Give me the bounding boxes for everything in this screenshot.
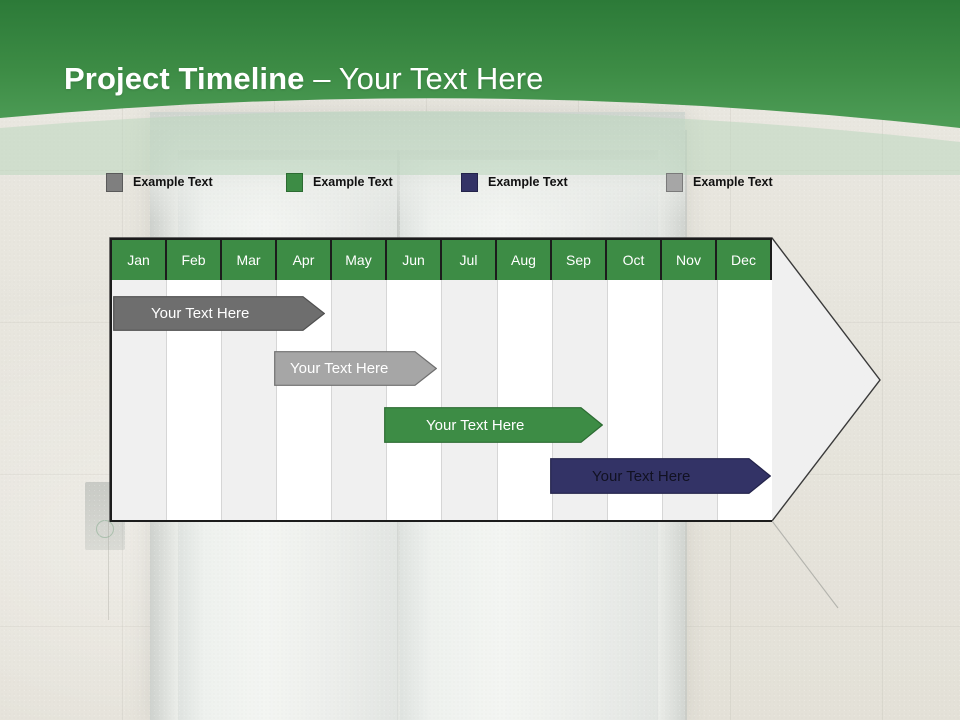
legend-item-label: Example Text — [693, 175, 773, 189]
page-title-light: – Your Text Here — [304, 61, 544, 96]
legend-swatch-icon — [666, 172, 683, 192]
legend-item-label: Example Text — [488, 175, 568, 189]
header-soft-band — [0, 110, 960, 175]
elevator-call-button-icon — [96, 520, 114, 538]
header-banner — [0, 0, 960, 175]
month-cell-apr[interactable]: Apr — [277, 238, 332, 280]
timeline-column-jul[interactable] — [442, 280, 498, 520]
task-bar-path — [550, 458, 771, 494]
wall-seam — [108, 520, 109, 620]
legend-item-label: Example Text — [133, 175, 213, 189]
month-cell-feb[interactable]: Feb — [167, 238, 222, 280]
task-bar-path — [113, 296, 325, 331]
task-bar-shape — [550, 458, 771, 494]
timeline-column-may[interactable] — [332, 280, 388, 520]
task-bar-shape — [274, 351, 437, 386]
task-bar-3[interactable]: Your Text Here — [384, 407, 603, 443]
month-cell-mar[interactable]: Mar — [222, 238, 277, 280]
legend-swatch-icon — [286, 172, 303, 192]
legend-item-1[interactable]: Example Text — [106, 170, 213, 194]
big-arrow-tail-line — [771, 520, 839, 609]
task-bar-path — [384, 407, 603, 443]
month-cell-aug[interactable]: Aug — [497, 238, 552, 280]
task-bar-2[interactable]: Your Text Here — [274, 351, 437, 386]
legend: Example Text Example Text Example Text Exam… — [106, 170, 826, 194]
timeline-column-jun[interactable] — [387, 280, 443, 520]
legend-item-label: Example Text — [313, 175, 393, 189]
legend-item-4[interactable]: Example Text — [666, 170, 773, 194]
header-green-shape — [0, 0, 960, 128]
month-cell-dec[interactable]: Dec — [717, 238, 772, 280]
month-cell-jan[interactable]: Jan — [110, 238, 167, 280]
legend-item-2[interactable]: Example Text — [286, 170, 393, 194]
header-banner-shape — [0, 0, 960, 175]
page-title-strong: Project Timeline — [64, 61, 305, 96]
month-cell-sep[interactable]: Sep — [552, 238, 607, 280]
task-bar-1[interactable]: Your Text Here — [113, 296, 325, 331]
month-cell-oct[interactable]: Oct — [607, 238, 662, 280]
page-title: Project Timeline – Your Text Here — [64, 61, 543, 97]
task-bar-4[interactable]: Your Text Here — [550, 458, 771, 494]
month-cell-jun[interactable]: Jun — [387, 238, 442, 280]
legend-swatch-icon — [461, 172, 478, 192]
month-cell-jul[interactable]: Jul — [442, 238, 497, 280]
timeline-column-aug[interactable] — [497, 280, 553, 520]
legend-swatch-icon — [106, 172, 123, 192]
task-bar-shape — [384, 407, 603, 443]
task-bar-shape — [113, 296, 325, 331]
legend-item-3[interactable]: Example Text — [461, 170, 568, 194]
month-cell-nov[interactable]: Nov — [662, 238, 717, 280]
month-cell-may[interactable]: May — [332, 238, 387, 280]
task-bar-path — [274, 351, 437, 386]
